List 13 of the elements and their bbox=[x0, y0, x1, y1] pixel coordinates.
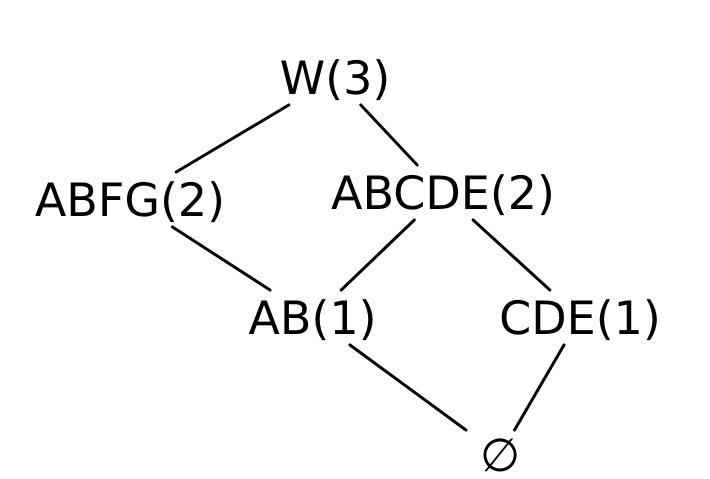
connector-line bbox=[513, 344, 566, 432]
lattice-node-label: CDE(1) bbox=[450, 290, 710, 345]
lattice-node-label: ABFG(2) bbox=[20, 172, 240, 227]
lattice-node-label: ∅ bbox=[465, 430, 535, 479]
connector-line bbox=[348, 344, 468, 432]
lattice-node-label: ABCDE(2) bbox=[268, 165, 618, 220]
lattice-node-label: W(3) bbox=[255, 50, 415, 105]
connector-line bbox=[171, 226, 272, 292]
connector-line bbox=[472, 218, 552, 292]
connector-line bbox=[174, 104, 290, 174]
connector-line bbox=[340, 218, 416, 292]
connector-line bbox=[359, 104, 419, 166]
lattice-node-label: AB(1) bbox=[225, 290, 400, 345]
